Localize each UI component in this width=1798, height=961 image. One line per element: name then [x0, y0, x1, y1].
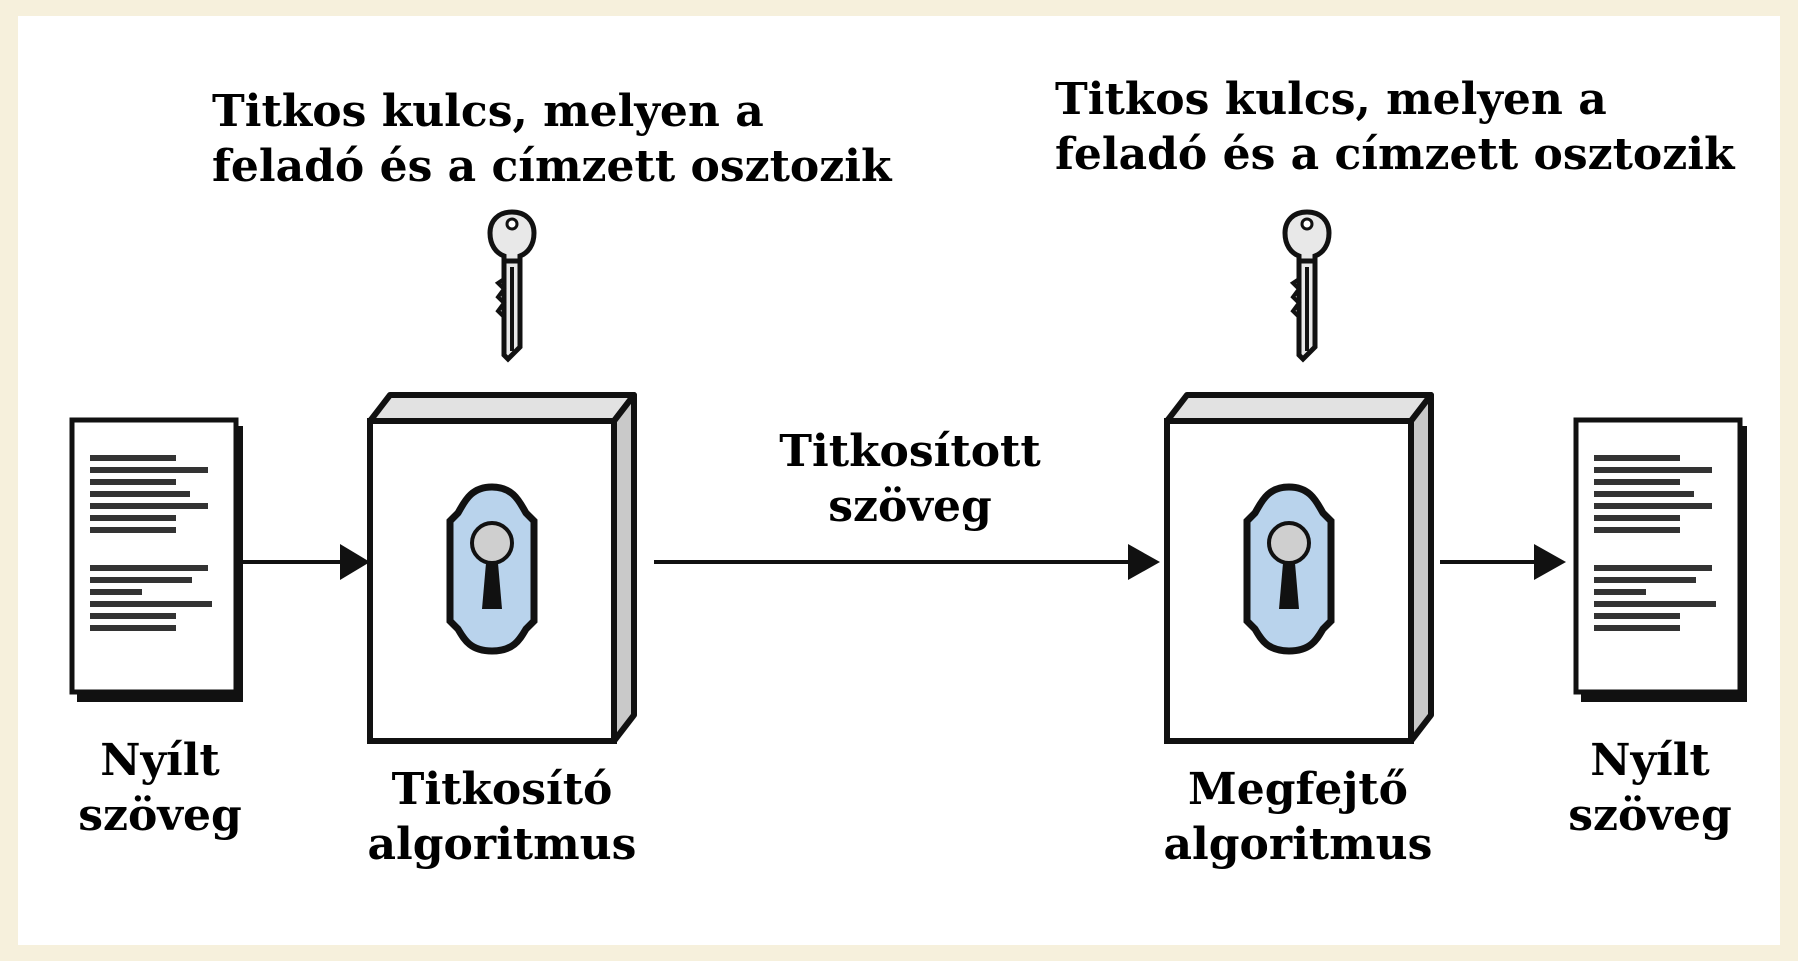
decryption-algorithm-label-line1: Megfejtő: [1188, 764, 1408, 815]
plaintext-document-icon-left: [72, 420, 243, 702]
plaintext-document-icon-right: [1576, 420, 1747, 702]
key-icon-left: [490, 212, 534, 359]
decryption-algorithm-label-line2: algoritmus: [1163, 819, 1433, 870]
shared-key-label-left: Titkos kulcs, melyen a feladó és a címze…: [212, 84, 891, 194]
arrow-decryption-to-plaintext: [1440, 544, 1566, 580]
decryption-box-icon: [1167, 395, 1431, 741]
decryption-algorithm-label: Megfejtő algoritmus: [1148, 762, 1448, 872]
plaintext-output-label-line1: Nyílt: [1590, 735, 1710, 786]
plaintext-output-label-line2: szöveg: [1568, 790, 1732, 841]
plaintext-input-label: Nyílt szöveg: [60, 733, 260, 843]
encryption-box-icon: [370, 395, 634, 741]
arrow-ciphertext-to-decryption: [654, 544, 1160, 580]
diagram-panel: [18, 16, 1780, 945]
plaintext-input-label-line1: Nyílt: [100, 735, 220, 786]
arrow-plaintext-to-encryption: [240, 544, 370, 580]
shared-key-label-left-line1: Titkos kulcs, melyen a: [212, 86, 764, 137]
shared-key-label-right: Titkos kulcs, melyen a feladó és a címze…: [1055, 72, 1734, 182]
plaintext-output-label: Nyílt szöveg: [1550, 733, 1750, 843]
encryption-algorithm-label: Titkosító algoritmus: [352, 762, 652, 872]
ciphertext-label-line1: Titkosított: [779, 426, 1041, 477]
ciphertext-label: Titkosított szöveg: [760, 424, 1060, 534]
key-icon-right: [1285, 212, 1329, 359]
shared-key-label-left-line2: feladó és a címzett osztozik: [212, 141, 892, 192]
ciphertext-label-line2: szöveg: [828, 481, 992, 532]
shared-key-label-right-line1: Titkos kulcs, melyen a: [1055, 74, 1607, 125]
shared-key-label-right-line2: feladó és a címzett osztozik: [1055, 129, 1735, 180]
encryption-algorithm-label-line1: Titkosító: [391, 764, 613, 815]
encryption-algorithm-label-line2: algoritmus: [367, 819, 637, 870]
plaintext-input-label-line2: szöveg: [78, 790, 242, 841]
